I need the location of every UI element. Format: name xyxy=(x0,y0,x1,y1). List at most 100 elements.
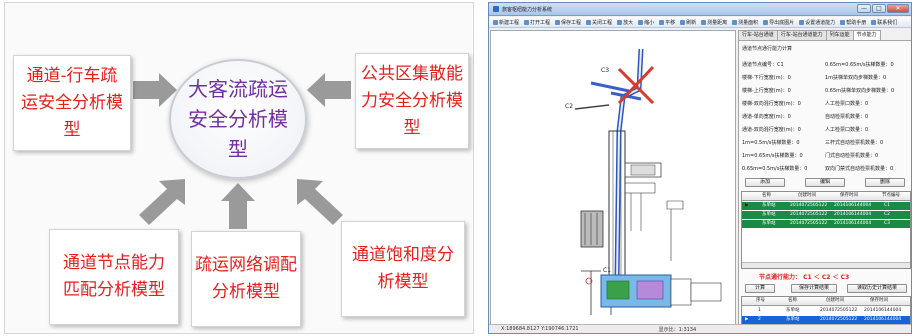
status-scale: 显示比：1:3134 xyxy=(658,326,697,333)
measure-area-button[interactable]: 测量面积 xyxy=(730,19,760,26)
status-bar: X:189684.8127 Y:190746.1721 显示比：1:3134 xyxy=(489,324,911,333)
load-history-button[interactable]: 读取历史计算结果 xyxy=(847,284,907,293)
box-text: 析模型 xyxy=(377,272,429,292)
model-diagram: 大客流疏运 安全分析模 型 通道-行车疏 运安全分析模 型 公共区集散能 力安全… xyxy=(4,2,474,334)
column-header[interactable]: 创建时间 xyxy=(826,298,844,303)
edit-button[interactable]: 编辑 xyxy=(805,178,845,187)
toolbar-label: 放大 xyxy=(623,19,634,26)
title-bar[interactable]: 旅客枢纽能力分析系统 — □ ✕ xyxy=(489,3,911,16)
field-escalator-3: 0.65m=0.5m/s扶梯数量：0 xyxy=(742,166,808,172)
new-project-button[interactable]: 新建工程 xyxy=(491,19,521,26)
table-row[interactable]: ▶ 东单站 2014072505122 2014106144004 C1 xyxy=(742,202,910,210)
refresh-icon xyxy=(680,19,686,25)
table-cell: 2014106144004 xyxy=(834,212,872,217)
zoom-out-button[interactable]: 缩小 xyxy=(636,19,656,26)
toolbar-label: 联系我们 xyxy=(877,19,898,26)
close-doc-icon xyxy=(586,19,592,25)
column-header[interactable]: 保存时间 xyxy=(870,298,888,303)
zoom-in-button[interactable]: 放大 xyxy=(615,19,635,26)
box-text: 力安全分析模 xyxy=(361,90,463,111)
column-header[interactable]: 创建时间 xyxy=(798,193,816,198)
field-door-gate: 门式自动检票机数量：0 xyxy=(825,153,879,159)
tab-platform-channel[interactable]: 行车-站台通道 xyxy=(738,30,778,40)
column-header[interactable]: 节点编号 xyxy=(882,193,900,198)
pan-button[interactable]: 平移 xyxy=(657,19,677,26)
toolbar-label: 平移 xyxy=(665,19,676,26)
toolbar: 新建工程 打开工程 保存工程 关闭工程 放大 缩小 平移 刷新 测量距离 测量面… xyxy=(489,17,911,28)
toolbar-label: 测量距离 xyxy=(707,19,728,26)
field-auto-ticket: 自动检票机数量：0 xyxy=(825,114,869,120)
field-stair-down: 楼梯-下行宽度(m)：0 xyxy=(742,75,791,81)
measure-distance-button[interactable]: 测量距离 xyxy=(699,19,729,26)
toolbar-label: 刷新 xyxy=(686,19,697,26)
export-image-button[interactable]: 导出底图片 xyxy=(761,19,796,26)
map-canvas[interactable]: C3 C2 C1 xyxy=(490,30,736,326)
box-text: 通道饱和度分 xyxy=(352,245,454,265)
toolbar-label: 新建工程 xyxy=(499,19,520,26)
close-button[interactable]: ✕ xyxy=(887,4,909,13)
minimize-button[interactable]: — xyxy=(857,4,871,13)
help-button[interactable]: 帮助手册 xyxy=(838,19,868,26)
table-cell: 2 xyxy=(758,317,761,322)
field-bidirectional-gate: 双向门禁式自动检票机数量：0 xyxy=(825,166,894,172)
toolbar-label: 帮助手册 xyxy=(846,19,867,26)
field-node-id: 通道节点编号：C1 xyxy=(742,62,784,68)
field-escalator-2: 1m=0.65m/s扶梯数量：0 xyxy=(742,153,803,159)
column-header[interactable]: 名称 xyxy=(762,193,771,198)
column-header[interactable]: 序号 xyxy=(756,298,765,303)
panel-tabs: 行车-站台通道 行车-站台通道能力 列车运能 节点能力 xyxy=(738,30,881,41)
toolbar-label: 关闭工程 xyxy=(592,19,613,26)
app-logo-icon xyxy=(493,6,499,12)
table-row[interactable]: 1 东单站 2014072505122 2014106144004 xyxy=(742,307,910,315)
open-project-button[interactable]: 打开工程 xyxy=(522,19,552,26)
toolbar-label: 保存工程 xyxy=(561,19,582,26)
node-label-c1: C1 xyxy=(603,267,612,274)
set-capacity-button[interactable]: 设置通道能力 xyxy=(797,19,837,26)
tab-platform-capacity[interactable]: 行车-站台通道能力 xyxy=(776,30,827,40)
table-row[interactable]: 东单站 2014072505122 2014106144004 C3 xyxy=(742,220,910,228)
add-button[interactable]: 添加 xyxy=(745,178,785,187)
save-result-button[interactable]: 保存计算结果 xyxy=(791,284,837,293)
refresh-button[interactable]: 刷新 xyxy=(678,19,698,26)
horizontal-scrollbar[interactable] xyxy=(742,262,910,268)
field-channel-single: 通道-单向宽度(m)：0 xyxy=(742,114,791,120)
arrow-top-left xyxy=(133,73,177,107)
table-cell: 2014072505122 xyxy=(790,221,828,226)
table-row[interactable]: ▶ 2 东单站 2014072505122 2014106144004 xyxy=(742,316,910,324)
close-project-button[interactable]: 关闭工程 xyxy=(584,19,614,26)
settings-icon xyxy=(799,19,805,25)
column-header[interactable]: 保存时间 xyxy=(840,193,858,198)
field-manual-gate: 人工检票口数量：0 xyxy=(825,101,869,107)
row-selected-icon: ▶ xyxy=(745,203,749,208)
zoom-out-icon xyxy=(638,19,644,25)
tab-node-capacity[interactable]: 节点能力 xyxy=(852,30,881,41)
table-row[interactable]: 东单站 2014072505122 2014106144004 C2 xyxy=(742,211,910,219)
station-plan-drawing xyxy=(574,48,722,315)
tab-train-capacity[interactable]: 列车运能 xyxy=(825,30,854,40)
toolbar-label: 缩小 xyxy=(644,19,655,26)
field-manual-gate-2: 人工检票口数量：0 xyxy=(825,127,869,133)
node-capacity-form: 通道节点通行能力计算 通道节点编号：C1 楼梯-下行宽度(m)：0 楼梯-上行宽… xyxy=(738,40,911,333)
box-text: 公共区集散能 xyxy=(361,63,463,84)
box-text: 通道节点能力 xyxy=(63,253,165,273)
calculate-button[interactable]: 计算 xyxy=(745,284,775,293)
save-project-button[interactable]: 保存工程 xyxy=(553,19,583,26)
result-table-header: 序号 名称 创建时间 保存时间 xyxy=(742,297,910,306)
table-cell: 2014106144004 xyxy=(864,317,902,322)
center-line-3: 型 xyxy=(228,137,248,161)
field-escalator-1: 1m=0.5m/s扶梯数量：0 xyxy=(742,140,800,146)
help-icon xyxy=(840,19,846,25)
form-heading: 通道节点通行能力计算 xyxy=(742,46,793,52)
table-cell: C2 xyxy=(884,212,891,217)
node-table[interactable]: 名称 创建时间 保存时间 节点编号 ▶ 东单站 2014072505122 20… xyxy=(741,191,911,269)
table-cell: 东单站 xyxy=(762,212,776,217)
maximize-button[interactable]: □ xyxy=(872,4,886,13)
column-header[interactable]: 名称 xyxy=(788,298,797,303)
table-cell: 2014106144004 xyxy=(834,203,872,208)
table-cell: 2014072505122 xyxy=(790,203,828,208)
toolbar-label: 设置通道能力 xyxy=(805,19,836,26)
box-text: 匹配分析模型 xyxy=(63,280,165,300)
arrow-bottom-left xyxy=(139,179,185,225)
delete-button[interactable]: 删除 xyxy=(865,178,905,187)
contact-button[interactable]: 联系我们 xyxy=(869,19,899,26)
